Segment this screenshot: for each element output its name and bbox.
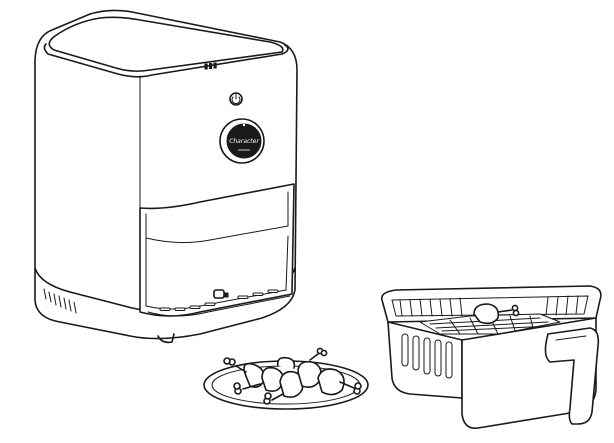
control-panel: Character: [219, 92, 265, 164]
basket-latch[interactable]: [213, 289, 229, 299]
power-button[interactable]: [229, 92, 243, 106]
basket-handle[interactable]: [544, 327, 600, 425]
dial-label: Character: [229, 138, 259, 145]
plate-with-food: [203, 347, 369, 410]
frying-basket: [380, 285, 602, 430]
chicken-drumsticks: [223, 347, 362, 405]
basket-cavity: [139, 183, 295, 317]
base-vents: [43, 288, 77, 314]
control-dial[interactable]: Character: [219, 118, 265, 164]
basket-side-slots: [401, 333, 453, 379]
vent-marks: [204, 62, 217, 70]
rail-slots: [159, 289, 279, 311]
basket-rim-grid: [399, 295, 579, 317]
